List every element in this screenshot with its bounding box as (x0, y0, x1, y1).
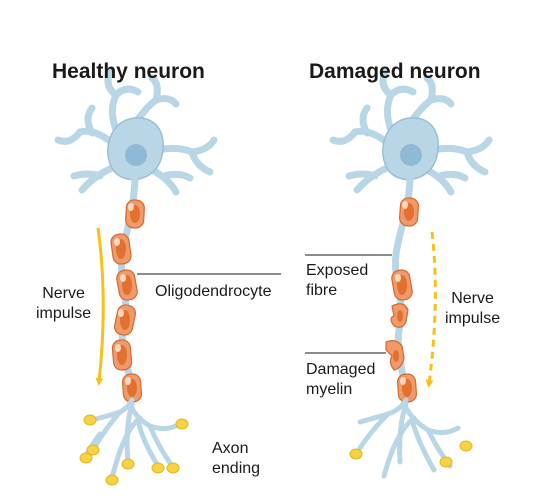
healthy-myelin-sheath (110, 199, 145, 403)
axon-terminal-bulb (151, 462, 165, 474)
nerve-impulse-label-healthy: Nerve impulse (36, 285, 92, 322)
healthy-neuron-title: Healthy neuron (52, 60, 205, 83)
myelin-segment (391, 269, 413, 301)
healthy-dendrites (54, 68, 218, 196)
myelin-segment (111, 339, 133, 371)
damaged-impulse-arrow (425, 231, 437, 388)
myelin-segment (110, 233, 132, 265)
damaged-neuron-title: Damaged neuron (309, 60, 481, 83)
myelin-segment (125, 199, 145, 229)
myelin-segment (113, 304, 137, 336)
myelin-segment (398, 197, 420, 227)
axon-terminal-bulb (105, 474, 119, 486)
damaged-axon-terminals (349, 397, 473, 479)
damaged-nucleus (400, 144, 422, 166)
axon-terminal-bulb (121, 458, 135, 470)
damaged-myelin-label: Damaged myelin (306, 361, 376, 398)
axon-terminal-bulb (86, 444, 100, 456)
axon-terminal-bulb (83, 414, 97, 426)
oligodendrocyte-label: Oligodendrocyte (155, 283, 272, 300)
healthy-nucleus (125, 144, 147, 166)
broken-myelin-segment (385, 340, 405, 371)
healthy-axon-terminals (79, 397, 189, 486)
damaged-neuron (305, 68, 493, 479)
axon-terminal-bulb (166, 462, 180, 474)
healthy-neuron (54, 68, 281, 486)
axon-terminal-bulb (349, 448, 363, 460)
nerve-impulse-label-damaged: Nerve impulse (445, 290, 501, 327)
broken-myelin-segment (390, 303, 409, 328)
axon-ending-label: Axon ending (212, 440, 261, 477)
exposed-fibre-label: Exposed fibre (306, 262, 369, 299)
myelin-segment (396, 373, 418, 403)
myelin-segment (121, 373, 143, 403)
axon-terminal-bulb (175, 418, 189, 430)
damaged-myelin-sheath (385, 197, 420, 403)
axon-terminal-bulb (79, 452, 93, 464)
axon-terminal-bulb (439, 456, 453, 468)
healthy-impulse-arrow (95, 227, 105, 386)
myelin-segment (116, 269, 138, 301)
axon-terminal-bulb (459, 440, 473, 452)
